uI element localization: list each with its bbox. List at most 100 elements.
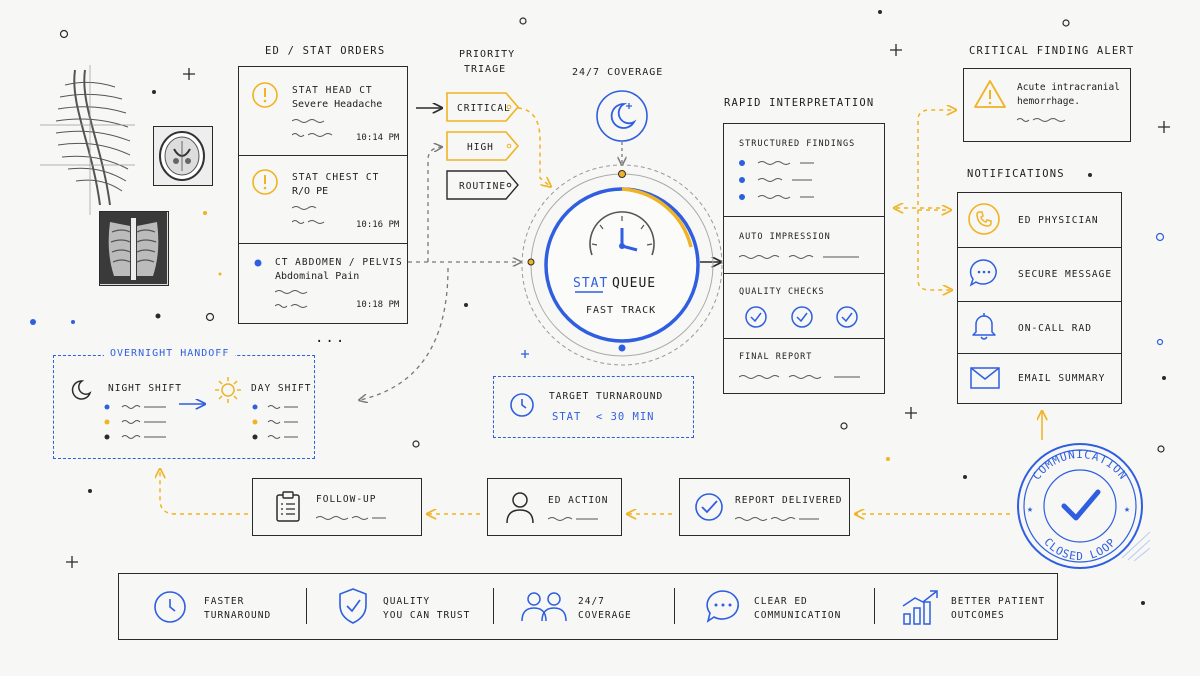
benefit-line1: BETTER PATIENT [951, 596, 1046, 607]
benefit-line2: COVERAGE [578, 610, 632, 621]
shield-check-icon [339, 588, 367, 624]
spine-sketch-image [40, 65, 135, 215]
arrow-to-notifications [917, 210, 951, 290]
alert-text-line2: hemorrhage. [1017, 96, 1080, 107]
stamp-star-left: ★ [1027, 504, 1033, 515]
dot-icon [254, 259, 262, 267]
order-title: CT ABDOMEN / PELVIS [275, 257, 403, 268]
brain-scan-image [153, 126, 213, 186]
people-icon [521, 592, 567, 622]
target-title: TARGET TURNAROUND [549, 391, 664, 402]
scribble-line [316, 516, 386, 520]
order-time: 10:14 PM [356, 133, 400, 143]
order-title: STAT HEAD CT [292, 85, 373, 96]
sun-icon [215, 377, 241, 403]
ed-orders-panel: STAT HEAD CT Severe Headache 10:14 PM ST… [238, 66, 408, 324]
follow-up-step[interactable]: FOLLOW-UP [252, 478, 422, 536]
decor-fills [30, 10, 1166, 605]
ed-action-step[interactable]: ED ACTION [487, 478, 622, 536]
chat-icon [706, 590, 739, 623]
night-shift-label: NIGHT SHIFT [108, 383, 182, 394]
benefit-line1: CLEAR ED [754, 596, 808, 607]
divider [239, 155, 407, 156]
triage-routine[interactable]: ROUTINE [459, 180, 507, 192]
divider [958, 301, 1121, 302]
clock-icon [510, 393, 534, 417]
scribble-line [275, 290, 308, 308]
triage-title-line2: TRIAGE [464, 64, 507, 75]
closed-loop-stamp: ★ ★ [1017, 443, 1150, 569]
divider [958, 353, 1121, 354]
queue-label-queue: QUEUE [612, 276, 657, 291]
scribble-line [735, 517, 819, 521]
triage-tags [446, 92, 520, 200]
target-value: STAT < 30 MIN [552, 411, 655, 423]
moon-icon [71, 380, 92, 400]
benefits-bar: FASTER TURNAROUND QUALITY YOU CAN TRUST … [118, 573, 1058, 640]
stat-queue-dial [521, 164, 723, 366]
divider [724, 273, 884, 274]
report-delivered-step[interactable]: REPORT DELIVERED [679, 478, 850, 536]
growth-chart-icon [902, 590, 938, 625]
order-item-ct-abdomen[interactable]: CT ABDOMEN / PELVIS Abdominal Pain 10:18… [239, 244, 406, 322]
order-item-head-ct[interactable]: STAT HEAD CT Severe Headache 10:14 PM [239, 67, 406, 155]
notification-email-summary[interactable]: EMAIL SUMMARY [958, 354, 1120, 402]
check-circles [745, 306, 858, 328]
notification-ed-physician[interactable]: ED PHYSICIAN [958, 193, 1120, 245]
warning-triangle-icon [974, 80, 1006, 108]
email-icon [970, 367, 1000, 389]
triage-critical[interactable]: CRITICAL [457, 102, 511, 114]
divider [874, 588, 875, 624]
interpretation-panel: STRUCTURED FINDINGS AUTO IMPRESSION QUAL… [723, 123, 885, 394]
notification-secure-message[interactable]: SECURE MESSAGE [958, 248, 1120, 300]
clipboard-icon [276, 491, 300, 522]
divider [958, 247, 1121, 248]
final-report-label: FINAL REPORT [739, 352, 813, 362]
notification-on-call-rad[interactable]: ON-CALL RAD [958, 302, 1120, 352]
scribble-line [1017, 118, 1066, 122]
handoff-arrow [179, 396, 208, 412]
triage-high[interactable]: HIGH [467, 141, 494, 153]
benefit-outcomes: BETTER PATIENT OUTCOMES [875, 574, 1055, 638]
interpretation-title: RAPID INTERPRETATION [724, 97, 875, 109]
svg-text:CLOSED LOOP: CLOSED LOOP [1041, 535, 1118, 563]
handoff-title: OVERNIGHT HANDOFF [104, 348, 236, 359]
alert-icon [252, 82, 278, 108]
structured-findings-label: STRUCTURED FINDINGS [739, 139, 856, 149]
notification-label: EMAIL SUMMARY [1018, 373, 1106, 384]
notification-label: ED PHYSICIAN [1018, 215, 1099, 226]
divider [239, 243, 407, 244]
phone-icon [968, 203, 1000, 235]
notification-label: ON-CALL RAD [1018, 323, 1092, 334]
notifications-title: NOTIFICATIONS [967, 168, 1065, 180]
stamp-top-text: COMMUNICATION [1030, 448, 1129, 482]
order-title: STAT CHEST CT [292, 172, 380, 183]
notifications-panel: ED PHYSICIAN SECURE MESSAGE ON-CALL RAD … [957, 192, 1122, 404]
bell-icon [972, 313, 996, 340]
clock-icon [154, 591, 186, 623]
chest-xray-image [99, 211, 169, 286]
divider [306, 588, 307, 624]
coverage-label: 24/7 COVERAGE [572, 67, 664, 78]
notification-label: SECURE MESSAGE [1018, 269, 1113, 280]
benefit-line2: COMMUNICATION [754, 610, 842, 621]
decor-sparkles [66, 44, 1170, 568]
more-indicator: ... [315, 330, 347, 346]
step-label: ED ACTION [548, 495, 609, 506]
night-shift-list [104, 404, 166, 440]
alert-icon [252, 169, 278, 195]
findings-list [739, 160, 814, 200]
benefit-line1: FASTER [204, 596, 245, 607]
benefit-line2: YOU CAN TRUST [383, 610, 471, 621]
order-item-chest-ct[interactable]: STAT CHEST CT R/O PE 10:16 PM [239, 156, 406, 243]
alert-text-line1: Acute intracranial [1017, 82, 1120, 93]
scribble-line [292, 119, 333, 137]
arrow-to-critical-alert [917, 110, 955, 205]
triage-title-line1: PRIORITY [459, 49, 516, 60]
step-label: REPORT DELIVERED [735, 495, 843, 506]
quality-checks-label: QUALITY CHECKS [739, 287, 825, 297]
critical-alert-panel[interactable]: Acute intracranial hemorrhage. [963, 68, 1131, 142]
scribble-line [292, 206, 325, 224]
arrow-critical-to-queue [517, 107, 550, 186]
